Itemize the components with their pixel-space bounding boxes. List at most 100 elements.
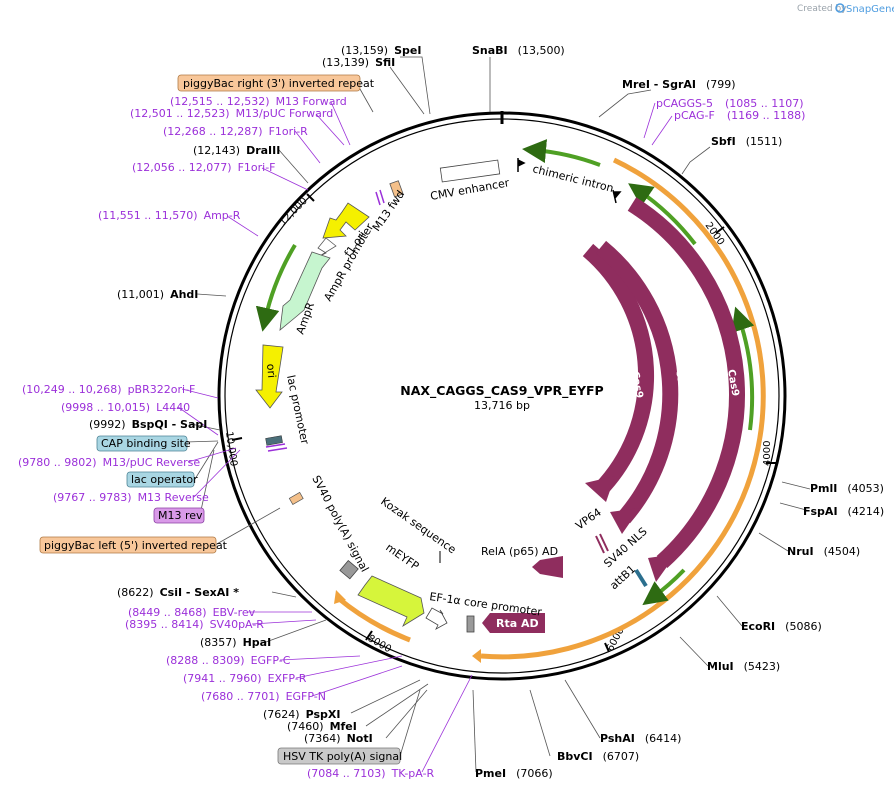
green-arc-intron <box>522 139 601 167</box>
primer-egfpn: (7680 .. 7701)EGFP-N <box>201 690 326 703</box>
tick-label-4000: 4000 <box>762 441 773 466</box>
feature-label-vp64: VP64 <box>573 506 604 533</box>
piggybac-left-mark <box>288 491 304 505</box>
primer-f1orir: (12,268 .. 12,287)F1ori-R <box>163 125 308 138</box>
cas9-arc-outer <box>627 197 745 568</box>
plasmid-title: NAX_CAGGS_CAS9_VPR_EYFP <box>400 383 603 399</box>
site-pmei: PmeI(7066) <box>475 767 553 780</box>
feature-label-cmv: CMV enhancer <box>429 176 510 203</box>
cas9-arrowhead-inner <box>585 476 615 502</box>
primer-sv40par: (8395 .. 8414)SV40pA-R <box>125 618 264 631</box>
primer-pbr322: (10,249 .. 10,268)pBR322ori-F <box>22 383 195 396</box>
intron-flag-icon <box>517 158 526 172</box>
rta-arrow <box>482 613 545 633</box>
piggybac-orange-arc-right <box>480 157 766 660</box>
feature-label-ori: ori <box>264 363 278 378</box>
primer-m13f: (12,515 .. 12,532)M13 Forward <box>170 95 347 108</box>
primer-exfpr: (7941 .. 7960)EXFP-R <box>183 672 307 685</box>
leader-lines <box>185 56 811 773</box>
site-noti: (7364)NotI <box>304 732 373 745</box>
ampr-arrow <box>279 251 331 331</box>
primer-ebvrev: (8449 .. 8468)EBV-rev <box>128 606 256 619</box>
svg-text:CAP binding site: CAP binding site <box>101 437 191 450</box>
ef1a-box <box>466 615 475 633</box>
box-m13-rev: M13 rev <box>153 507 205 524</box>
tick-label-10000: 10,000 <box>223 431 239 467</box>
rela-arrow <box>532 556 563 578</box>
site-draiii: (12,143)DraIII <box>193 144 280 157</box>
m13fwd-mark <box>375 189 385 206</box>
site-nrui: NruI(4504) <box>787 545 860 558</box>
cmv-enhancer-box <box>439 159 501 183</box>
feature-label-ef1a: EF-1α core promoter <box>429 590 544 619</box>
site-snabi: SnaBI(13,500) <box>472 44 565 57</box>
site-ahdi: (11,001)AhdI <box>117 288 198 301</box>
feature-label-meyfp: mEYFP <box>383 541 421 573</box>
primer-egfpc: (8288 .. 8309)EGFP-C <box>166 654 291 667</box>
vp64-mark <box>595 533 609 554</box>
green-arc-3 <box>642 568 686 606</box>
svg-text:piggyBac right (3') inverted r: piggyBac right (3') inverted repeat <box>183 77 375 90</box>
primer-f1orif: (12,056 .. 12,077)F1ori-F <box>132 161 276 174</box>
site-bbvci: BbvCI(6707) <box>557 750 639 763</box>
feature-label-cas9-outer: Cas9 <box>725 369 741 398</box>
tick-marks <box>231 193 776 653</box>
primer-m13rev: (9767 .. 9783)M13 Reverse <box>53 491 209 504</box>
cas9-arc-middle <box>595 240 679 524</box>
site-fspai: FspAI(4214) <box>803 505 884 518</box>
site-sfii: (13,139)SfiI <box>322 56 395 69</box>
site-sbfi: SbfI(1511) <box>711 135 782 148</box>
primer-pcagf: pCAG-F(1169 .. 1188) <box>674 109 805 122</box>
m13fwd-box <box>389 180 404 198</box>
site-mlui: MluI(5423) <box>707 660 780 673</box>
feature-label-m13fwd: M13 fwd <box>370 188 407 234</box>
ori-arrow <box>255 344 284 409</box>
lac-box <box>265 435 283 446</box>
feature-label-sv40nls: SV40 NLS <box>601 525 649 570</box>
primer-l4440: (9998 .. 10,015)L4440 <box>61 401 190 414</box>
primer-m13puc: (12,501 .. 12,523)M13/pUC Forward <box>130 107 333 120</box>
feature-label-sv40pa: SV40 poly(A) signal <box>309 473 371 574</box>
cas9-arc-inner <box>582 243 655 496</box>
svg-text:lac operator: lac operator <box>131 473 198 486</box>
feature-label-intron: chimeric intron <box>531 162 615 195</box>
meyfp-arrow <box>357 575 425 628</box>
site-mfei: (7460)MfeI <box>287 720 357 733</box>
snapgene-logo-icon <box>835 3 845 13</box>
credit-brand: SnapGene <box>846 4 894 15</box>
primer-m13puc-rev: (9780 .. 9802)M13/pUC Reverse <box>18 456 200 469</box>
piggybac-orange-arc-left <box>336 596 411 643</box>
site-pspxi: (7624)PspXI <box>263 708 340 721</box>
site-mrei-sgrai: MreI - SgrAI(799) <box>622 78 736 91</box>
f1ori-arrow <box>322 202 370 239</box>
ef1a-white-arrow <box>425 607 448 630</box>
feature-label-cas9-middle: Cas9 <box>673 369 689 398</box>
intron-flag2-icon <box>612 189 622 204</box>
site-csii-sexai: (8622)CsiI - SexAI * <box>117 586 239 599</box>
attb1-mark <box>634 568 648 588</box>
feature-label-rta: Rta AD <box>496 617 539 630</box>
orange-arrowhead <box>472 649 481 663</box>
site-hpai: (8357)HpaI <box>200 636 271 649</box>
svg-text:HSV TK poly(A) signal: HSV TK poly(A) signal <box>283 750 402 763</box>
green-arc-1 <box>628 183 697 246</box>
green-arc-ampr <box>255 243 297 332</box>
cas9-arrowhead-middle <box>610 508 640 534</box>
box-piggybac-right: piggyBac right (3') inverted repeat <box>177 74 375 92</box>
tick-label-12000: 12,000 <box>277 196 310 229</box>
site-bspqi-sapi: (9992)BspQI - SapI <box>89 418 207 431</box>
site-pmli: PmlI(4053) <box>810 482 884 495</box>
box-lac-operator: lac operator <box>126 471 198 488</box>
site-ecori: EcoRI(5086) <box>741 620 822 633</box>
box-hsv-tk-polya: HSV TK poly(A) signal <box>277 747 402 765</box>
sv40pa-box <box>339 559 359 580</box>
box-piggybac-left: piggyBac left (5') inverted repeat <box>39 536 228 554</box>
primer-leader-lines <box>177 101 673 773</box>
credit-text: Created by <box>797 4 847 14</box>
feature-label-cas9-inner: Cas9 <box>629 371 645 400</box>
primer-tkpar: (7084 .. 7103)TK-pA-R <box>307 767 435 780</box>
svg-text:piggyBac left (5') inverted re: piggyBac left (5') inverted repeat <box>44 539 228 552</box>
svg-text:M13 rev: M13 rev <box>158 509 203 522</box>
amprprom-arrow <box>317 237 337 258</box>
